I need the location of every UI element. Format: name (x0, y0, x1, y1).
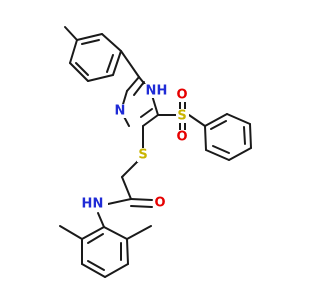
oxygen-label: O (176, 130, 187, 145)
bond (126, 238, 129, 265)
bond (140, 108, 153, 118)
bond (205, 149, 230, 161)
bond-inner (87, 233, 104, 244)
bond-inner (75, 62, 89, 76)
bond-tolyl-methyl (64, 26, 78, 41)
bond-carbonyl-n (107, 198, 132, 205)
bond-inner (87, 260, 105, 271)
nitrogen-label: N (115, 104, 126, 119)
oxygen-label: O (154, 196, 165, 211)
molecule-structure-diagram: N H N S O O S O N H (59, 26, 252, 278)
bond (112, 50, 122, 76)
bond (87, 74, 114, 82)
carbonyl-oxygen-group: O (153, 196, 167, 211)
bond (81, 263, 106, 278)
bond (104, 263, 129, 278)
bond (103, 226, 128, 240)
n-group-imidazole: N (113, 104, 127, 119)
bond (69, 39, 78, 64)
bond-ch2-carbonyl (121, 176, 132, 200)
bond (204, 113, 228, 127)
bond (101, 33, 122, 52)
hydrogen-label: H (82, 197, 93, 212)
bond (228, 147, 252, 161)
hydrogen-label: H (157, 84, 168, 99)
sulfur-label: S (138, 148, 147, 163)
sulfur-label: S (177, 109, 186, 124)
bond-thioether-ch2 (121, 160, 139, 178)
phenyl-ring (204, 113, 252, 161)
bond-inner (243, 126, 246, 145)
bond-inner (106, 54, 114, 73)
bond-carbonyl-o (130, 205, 153, 208)
tolyl-ring (69, 33, 122, 82)
atom-labels: N H N S O O S O N H (82, 84, 189, 212)
bond (142, 114, 159, 127)
bond-methyl-right (126, 225, 152, 240)
bond (133, 81, 145, 96)
bond (126, 76, 140, 92)
bond-inner (212, 145, 230, 154)
bond (69, 62, 89, 82)
oxygen-label: O (176, 88, 187, 103)
nitrogen-label: N (93, 197, 104, 212)
bond-n-aryl (97, 212, 105, 228)
bond-methyl-left (59, 225, 83, 240)
bond-inner (210, 120, 227, 130)
bond (249, 123, 252, 149)
nitrogen-label: N (146, 84, 157, 99)
sulfonyl-group: S O O (175, 88, 189, 145)
amide-nh-group: N H (82, 197, 108, 212)
bond-inner (81, 39, 100, 45)
bond-sulfonyl-phenyl (188, 114, 206, 127)
bond (76, 33, 103, 41)
nh-group-imidazole: N H (144, 84, 167, 99)
bond (204, 125, 207, 151)
bond (226, 113, 251, 125)
thioether-group: S (137, 148, 150, 163)
bond-carbonyl-o (130, 198, 153, 201)
bond-tolyl-imidazole (120, 50, 140, 78)
bond (81, 226, 105, 240)
bond-network (59, 26, 252, 278)
dimethylphenyl-ring (81, 226, 129, 278)
